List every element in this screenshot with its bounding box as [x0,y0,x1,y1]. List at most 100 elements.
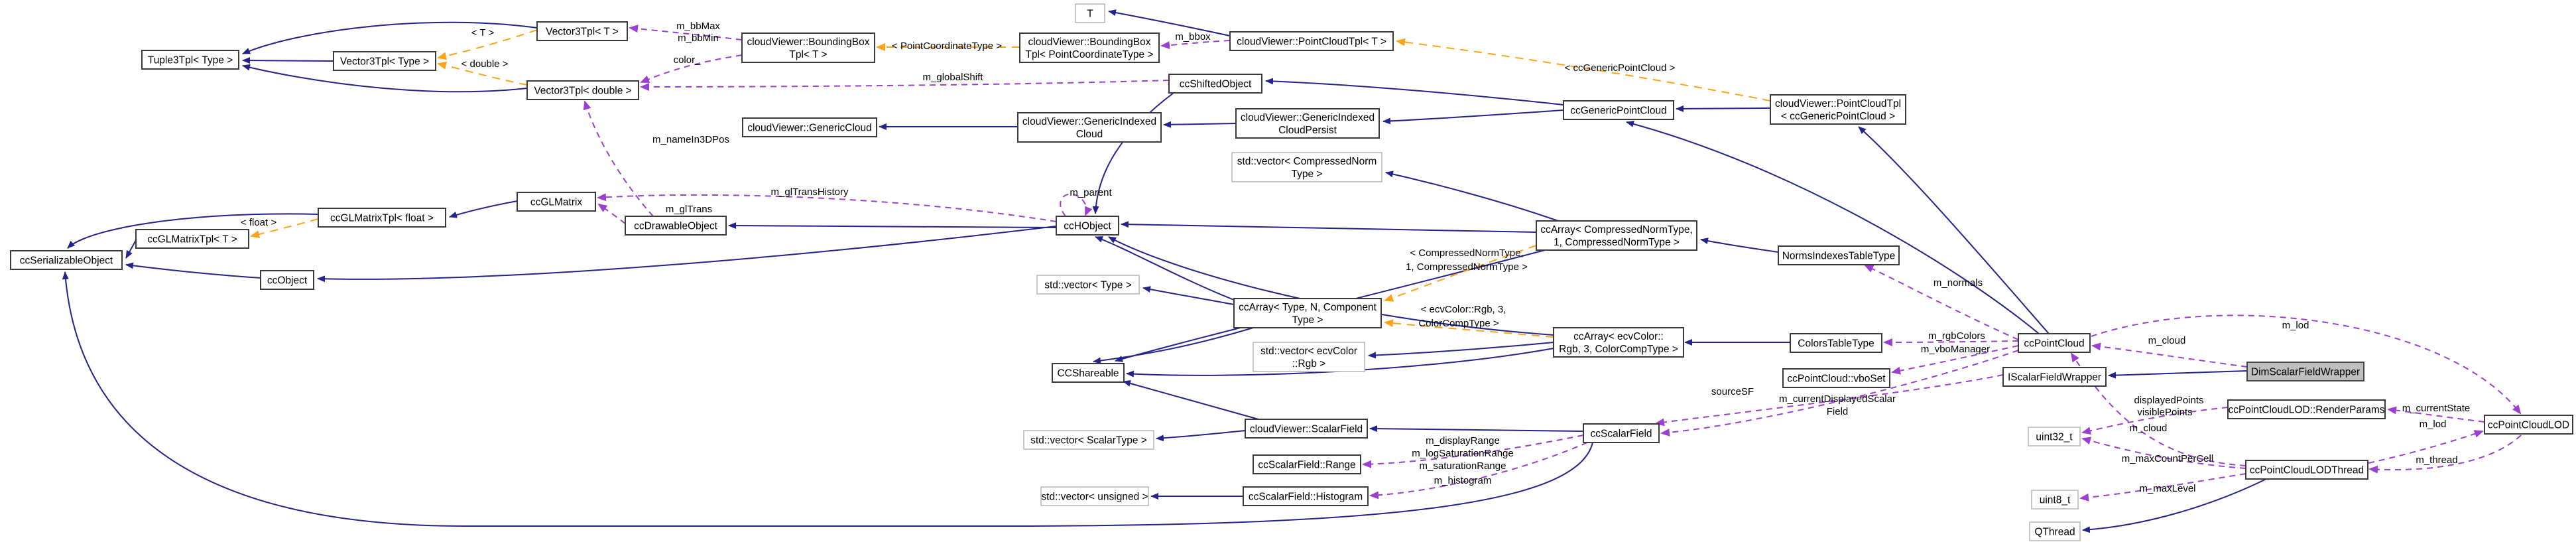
node-vboset[interactable]: ccPointCloud::vboSet [1782,368,1890,388]
edge-label-m_cloud: m_cloud [2148,335,2186,346]
node-ccpointcloud[interactable]: ccPointCloud [2018,333,2091,353]
node-box-pointcloudtpl-gpc[interactable] [1770,94,1906,125]
node-box-tuple3tpl[interactable] [141,50,239,70]
node-ccshareable[interactable]: CCShareable [1052,363,1125,383]
edge-label-m_cloud: m_cloud [2130,423,2168,434]
node-ccpointcloudlod[interactable]: ccPointCloudLOD [2484,415,2573,435]
node-vector3tpl-double[interactable]: Vector3Tpl< double > [526,80,639,100]
inherit-edge-ccarray-type-to-ccshareable [1093,327,1254,364]
node-ccpointcloudlodthread[interactable]: ccPointCloudLODThread [2245,460,2368,480]
usage-edge-ccpointcloudlodthread-to-uint32-t [2081,437,2246,469]
node-vec-scalartype: std::vector< ScalarType > [1023,430,1154,450]
node-iscalarfieldwrapper[interactable]: IScalarFieldWrapper [2002,367,2107,387]
node-box-ccglmatrixtpl-float[interactable] [318,208,446,228]
node-box-ccpointcloud[interactable] [2018,333,2091,353]
node-cchobject[interactable]: ccHObject [1056,216,1119,236]
node-label-ccarray-type-line2: Type > [1292,314,1323,326]
node-box-genericindexedcloud[interactable] [1017,112,1162,143]
node-box-pointcloudtpl-t[interactable] [1229,31,1394,51]
node-label-normsindexestabletype: NormsIndexesTableType [1782,251,1896,262]
node-box-renderparams[interactable] [2227,399,2386,419]
node-colorstabletype[interactable]: ColorsTableType [1790,333,1882,353]
node-label-ccarray-cnt-line1: ccArray< CompressedNormType, [1540,224,1693,236]
node-ccglmatrixtpl-t[interactable]: ccGLMatrixTpl< T > [135,229,249,249]
node-pointcloudtpl-gpc[interactable]: cloudViewer::PointCloudTpl< ccGenericPoi… [1770,94,1906,125]
node-box-ccgenericpointcloud[interactable] [1563,100,1674,120]
node-box-cchobject[interactable] [1056,216,1119,236]
node-ccdrawableobject[interactable]: ccDrawableObject [625,216,727,236]
node-ccshiftedobject[interactable]: ccShiftedObject [1168,74,1262,94]
node-box-boundingboxtpl-pct[interactable] [1019,33,1160,63]
node-box-ccarray-type[interactable] [1233,298,1382,328]
node-vector3tpl-t[interactable]: Vector3Tpl< T > [536,21,628,41]
node-box-genericcloud[interactable] [742,117,877,137]
node-box-ccshiftedobject[interactable] [1168,74,1262,94]
node-box-ccserializableobject[interactable] [10,250,123,270]
template-edge-pointcloudtpl-gpc-to-pointcloudtpl-t [1396,38,1771,102]
edge-label-m_gltrans: m_glTrans [666,204,712,215]
node-box-ccshareable[interactable] [1052,363,1125,383]
node-tuple3tpl[interactable]: Tuple3Tpl< Type > [141,50,239,70]
node-box-genericindexedcloudpersist[interactable] [1235,108,1380,139]
node-sf-histogram[interactable]: ccScalarField::Histogram [1243,486,1369,506]
node-box-sf-histogram[interactable] [1243,486,1369,506]
node-box-ccarray-rgb[interactable] [1553,327,1684,358]
inherit-edge-vector3tpl-t-to-tuple3tpl [242,21,538,54]
edge-label-m_normals: m_normals [1933,277,1983,289]
node-box-vector3tpl-type[interactable] [333,51,436,71]
node-box-ccglmatrix[interactable] [517,192,596,212]
node-uint32-t: uint32_t [2028,427,2081,446]
node-ccserializableobject[interactable]: ccSerializableObject [10,250,123,270]
node-box-normsindexestabletype[interactable] [1778,245,1900,265]
node-pointcloudtpl-t[interactable]: cloudViewer::PointCloudTpl< T > [1229,31,1394,51]
node-box-boundingboxtpl-t[interactable] [741,33,875,63]
node-label-pointcloudtpl-gpc-line1: cloudViewer::PointCloudTpl [1775,98,1901,109]
inherit-edge-ccscalarfield-to-cv-scalarfield [1369,425,1584,433]
inherit-edge-ccpointcloudlodthread-to-qthread [2082,478,2268,533]
node-box-sf-range[interactable] [1253,454,1361,474]
node-ccscalarfield[interactable]: ccScalarField [1583,423,1660,443]
node-box-vector3tpl-double[interactable] [526,80,639,100]
node-ccarray-rgb[interactable]: ccArray< ecvColor::Rgb, 3, ColorCompType… [1553,327,1684,358]
node-box-colorstabletype[interactable] [1790,333,1882,353]
node-box-ccobject[interactable] [260,270,314,290]
node-box-iscalarfieldwrapper[interactable] [2002,367,2107,387]
node-genericcloud[interactable]: cloudViewer::GenericCloud [742,117,877,137]
node-dimscalarfieldwrapper: DimScalarFieldWrapper [2246,362,2364,381]
node-box-cv-scalarfield[interactable] [1245,419,1368,439]
node-box-ccarray-cnt[interactable] [1536,220,1697,251]
node-cv-scalarfield[interactable]: cloudViewer::ScalarField [1245,419,1368,439]
node-box-ccpointcloudlod[interactable] [2484,415,2573,435]
node-label-boundingboxtpl-pct-line1: cloudViewer::BoundingBox [1028,36,1151,48]
node-ccglmatrixtpl-float[interactable]: ccGLMatrixTpl< float > [318,208,446,228]
usage-edge-iscalarfieldwrapper-to-ccscalarfield [1655,374,2004,427]
node-ccgenericpointcloud[interactable]: ccGenericPointCloud [1563,100,1674,120]
node-sf-range[interactable]: ccScalarField::Range [1253,454,1361,474]
inherit-edge-vector3tpl-double-to-tuple3tpl [242,64,528,93]
node-box-vboset[interactable] [1782,368,1890,388]
edge-label-color_: color_ [674,54,702,66]
template-edge-vector3tpl-double-to-vector3tpl-type [437,62,528,86]
edge-label-t: < T > [471,27,495,38]
node-ccobject[interactable]: ccObject [260,270,314,290]
node-label-ccarray-type-line1: ccArray< Type, N, Component [1239,302,1377,313]
node-renderparams[interactable]: ccPointCloudLOD::RenderParams [2227,399,2386,419]
node-box-ccscalarfield[interactable] [1583,423,1660,443]
usage-edge-ccscalarfield-to-sf-histogram [1369,442,1588,500]
node-box-vector3tpl-t[interactable] [536,21,628,41]
node-box-ccglmatrixtpl-t[interactable] [135,229,249,249]
node-ccglmatrix[interactable]: ccGLMatrix [517,192,596,212]
node-uint8-t: uint8_t [2031,490,2079,510]
node-vector3tpl-type[interactable]: Vector3Tpl< Type > [333,51,436,71]
node-box-ccdrawableobject[interactable] [625,216,727,236]
node-box-ccpointcloudlodthread[interactable] [2245,460,2368,480]
node-normsindexestabletype[interactable]: NormsIndexesTableType [1778,245,1900,265]
node-label-ccgenericpointcloud: ccGenericPointCloud [1570,105,1667,117]
node-ccarray-cnt[interactable]: ccArray< CompressedNormType,1, Compresse… [1536,220,1697,251]
